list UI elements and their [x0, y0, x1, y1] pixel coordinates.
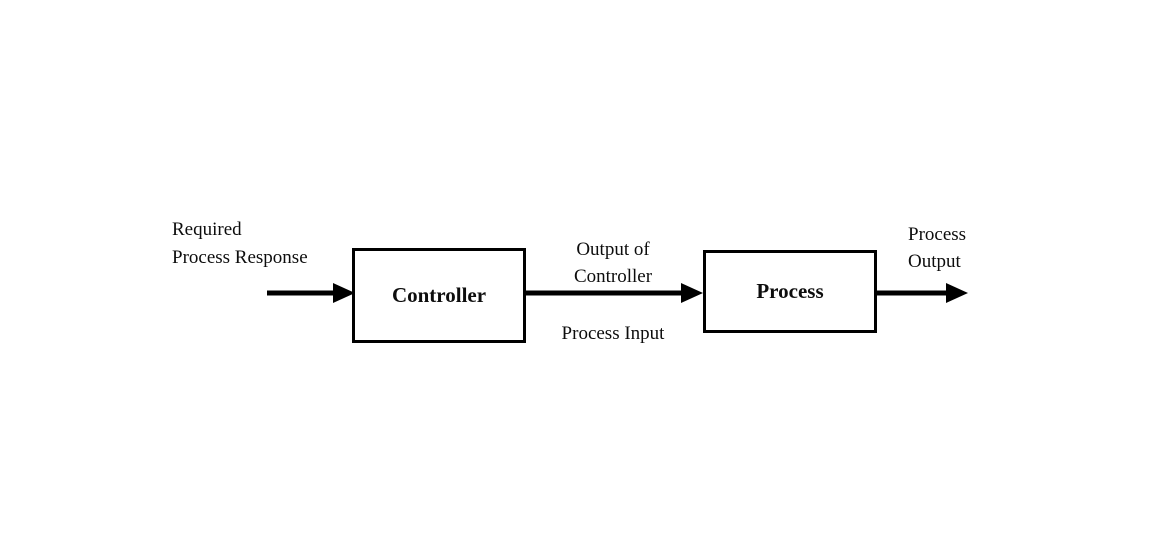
output-of-controller-label: Output of Controller: [573, 239, 653, 287]
process-output-label: Process Output: [908, 224, 967, 272]
output-arrow: [875, 283, 968, 303]
process-block-label: Process: [756, 279, 824, 303]
process-block: Process: [703, 250, 877, 333]
controller-block-label: Controller: [391, 283, 487, 307]
controller-block: Controller: [352, 248, 526, 343]
process-input-label: Process Input: [561, 323, 665, 344]
required-process-response-label: Required Process Response: [172, 219, 308, 268]
input-arrow: [267, 283, 355, 303]
